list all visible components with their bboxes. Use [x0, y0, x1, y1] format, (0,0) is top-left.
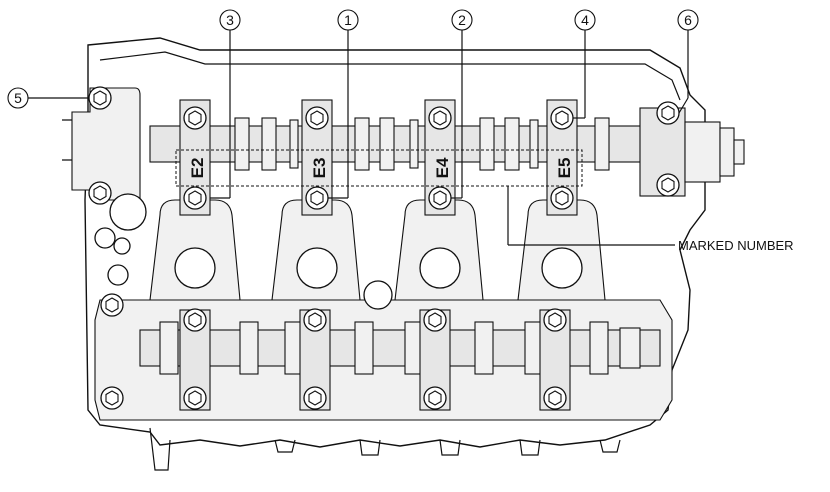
bolt	[183, 386, 207, 410]
bolt	[183, 308, 207, 332]
upper-camshaft	[149, 117, 671, 171]
leader-lines	[28, 30, 689, 246]
callout-3: 3	[226, 12, 234, 28]
bolt	[423, 308, 447, 332]
bolt	[550, 106, 574, 130]
marked-number-box	[175, 149, 583, 187]
callout-1: 1	[344, 12, 352, 28]
cap-bolts	[88, 86, 680, 410]
cap-mark-e2: E2	[188, 158, 207, 179]
bolt	[88, 181, 112, 205]
callout-3-circle	[219, 9, 241, 31]
bolt	[656, 101, 680, 125]
callouts: 3 1 2 4 6 5	[7, 9, 699, 109]
cap-mark-e4: E4	[433, 157, 452, 178]
bolt	[543, 308, 567, 332]
bolt	[550, 186, 574, 210]
bolt	[88, 86, 112, 110]
bolt	[428, 186, 452, 210]
bolt	[183, 106, 207, 130]
callout-4-circle	[574, 9, 596, 31]
left-end-cover	[62, 87, 147, 286]
cap-marks: E2 E3 E4 E5	[188, 157, 574, 178]
bolt	[100, 386, 124, 410]
callout-5: 5	[14, 90, 22, 106]
bolt	[656, 173, 680, 197]
callout-5-circle	[7, 87, 29, 109]
bolt	[183, 186, 207, 210]
bolt	[428, 106, 452, 130]
callout-2-circle	[451, 9, 473, 31]
bolt	[423, 386, 447, 410]
cap-mark-e5: E5	[555, 158, 574, 179]
bolt	[303, 308, 327, 332]
callout-1-circle	[337, 9, 359, 31]
upper-cap-bodies	[149, 199, 606, 310]
bolt	[305, 106, 329, 130]
callout-4: 4	[581, 12, 589, 28]
bolt	[543, 386, 567, 410]
marked-number-label: MARKED NUMBER	[678, 238, 794, 253]
callout-2: 2	[458, 12, 466, 28]
bolt	[305, 186, 329, 210]
callout-6-circle	[677, 9, 699, 31]
lower-camshaft-area	[94, 299, 673, 421]
bolt	[100, 293, 124, 317]
callout-6: 6	[684, 12, 692, 28]
bolt	[303, 386, 327, 410]
cap-mark-e3: E3	[310, 158, 329, 179]
lower-camshaft	[139, 329, 661, 367]
